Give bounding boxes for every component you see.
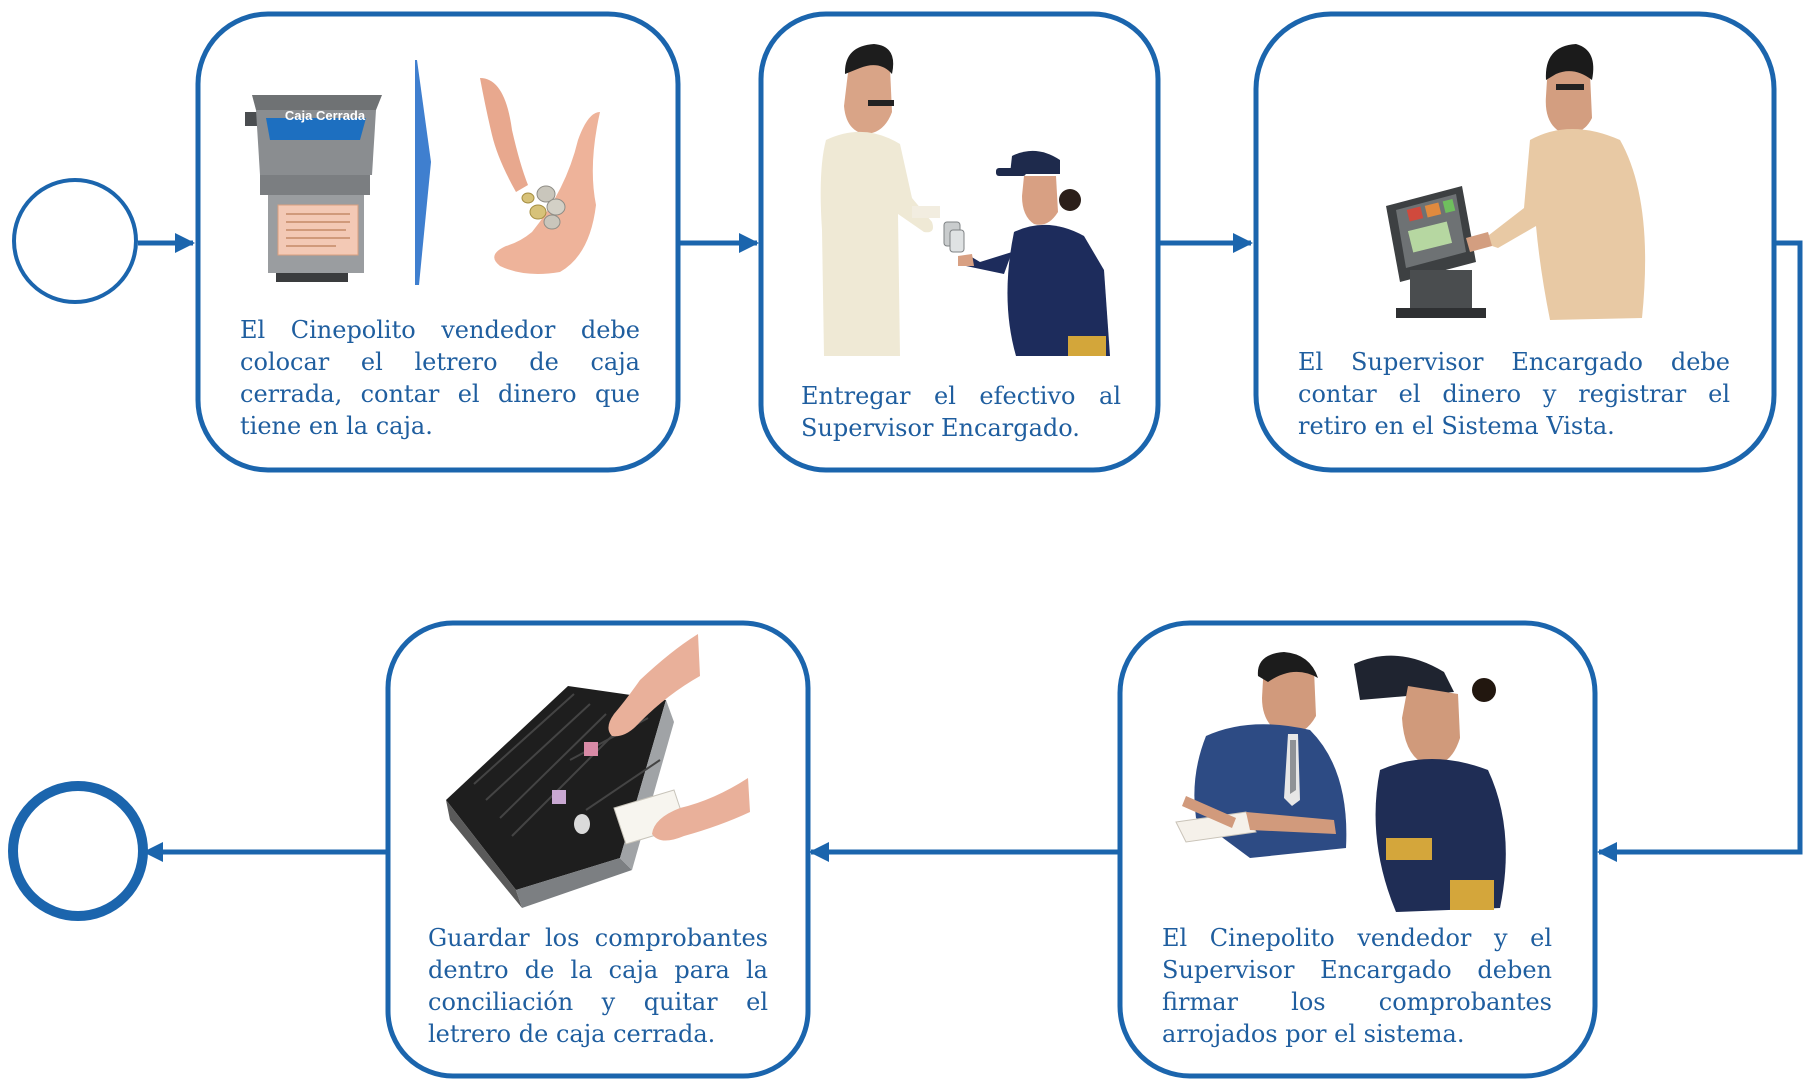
step-1-illustration: Caja Cerrada: [245, 60, 600, 285]
hands-storing-receipt-icon: [608, 634, 750, 845]
start-event: [12, 178, 138, 304]
register-terminal-icon: Caja Cerrada: [245, 95, 382, 282]
step-2-description: Entregar el efectivo al Supervisor Encar…: [801, 382, 1121, 442]
step-5-description: Guardar los comprobantes dentro de la ca…: [428, 924, 768, 1048]
supervisor-typing-icon: [1466, 44, 1646, 320]
step-3-box: [1253, 11, 1777, 473]
divider-chevron: [415, 60, 431, 285]
receipt-paper-icon: [1175, 796, 1336, 843]
connector-step-3-to-step-4: [1597, 240, 1803, 862]
step-3-description: El Supervisor Encargado debe contar el d…: [1298, 348, 1730, 440]
pos-terminal-icon: [1386, 186, 1486, 318]
step-4-description: El Cinepolito vendedor y el Supervisor E…: [1162, 924, 1552, 1048]
end-event: [8, 781, 148, 921]
cash-drawer-icon: [446, 686, 674, 908]
step-4-illustration: [1175, 652, 1506, 912]
step-1-description: El Cinepolito vendedor debe colocar el l…: [240, 316, 640, 440]
step-5-illustration: [446, 634, 750, 908]
sign-label: Caja Cerrada: [285, 108, 366, 123]
step-2-illustration: [820, 44, 1110, 356]
vendor-person-icon: [958, 150, 1110, 356]
supervisor-person-icon: [820, 44, 940, 356]
cash-bills-icon: [943, 221, 965, 253]
vendor-signing-icon: [1354, 655, 1506, 912]
step-3-illustration: [1386, 44, 1646, 320]
hands-counting-coins-icon: [480, 78, 600, 274]
